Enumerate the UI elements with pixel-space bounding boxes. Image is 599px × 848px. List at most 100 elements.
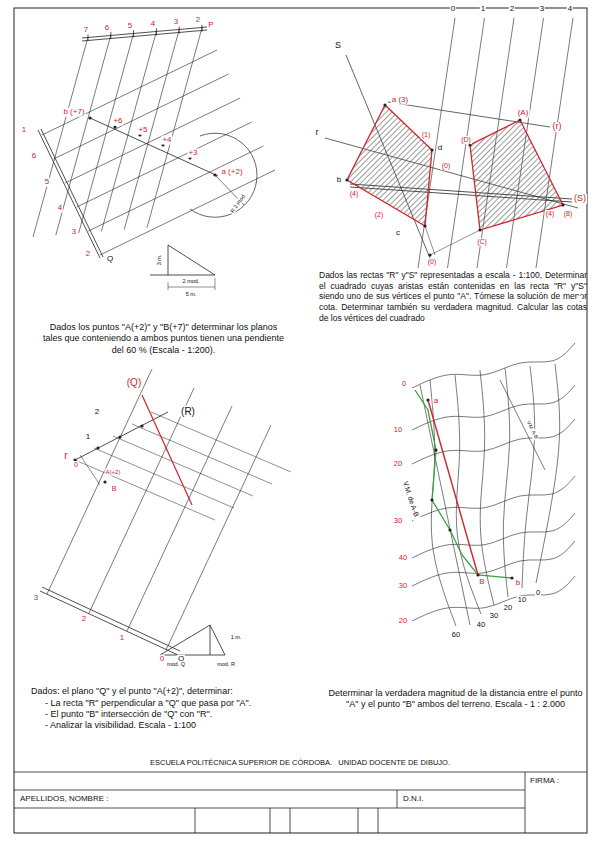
point-mark xyxy=(448,528,451,531)
construction-line xyxy=(80,455,100,485)
band-line xyxy=(420,385,470,625)
drawing-label: 5 xyxy=(44,178,50,187)
dimension-line xyxy=(168,282,169,290)
title-block-line xyxy=(14,808,525,809)
exercise-statement: Determinar la verdadera magnitud de la d… xyxy=(322,688,589,711)
slope-circle xyxy=(190,133,257,217)
construction-line xyxy=(90,118,218,176)
drawing-label: a (3) xyxy=(391,96,409,105)
square-projection xyxy=(347,105,432,226)
field-label: FIRMA : xyxy=(530,776,559,785)
drawing-label: V.M. de A-B. xyxy=(401,479,421,520)
drawing-label: (8) xyxy=(563,210,574,218)
drawing-label: (C) xyxy=(476,238,488,246)
exercise-statement: Dados: el plano "Q" y el punto "A(+2)", … xyxy=(30,686,307,697)
drawing-label: 1 xyxy=(480,5,486,14)
drawing-label: - La recta "R" perpendicular a "Q" que p… xyxy=(44,699,252,709)
drawing-label: (2) xyxy=(374,211,385,219)
slope-triangle xyxy=(160,655,225,656)
drawing-label: (1) xyxy=(421,131,432,139)
drawing-label: 60 xyxy=(451,631,461,639)
drawing-label: - Analizar la visibilidad. Escala - 1:10… xyxy=(44,721,197,731)
construction-line xyxy=(166,425,271,650)
contour-line xyxy=(412,541,575,586)
scale-line xyxy=(38,130,100,258)
drawing-label: 1 xyxy=(85,433,91,442)
drawing-label: 10 xyxy=(517,596,527,604)
drawing-label: R 2 mod. xyxy=(229,191,248,214)
drawing-label: A(+2) xyxy=(105,469,122,476)
drawing-label: 6 xyxy=(31,152,37,161)
construction-line xyxy=(124,30,179,230)
drawing-label: (R) xyxy=(180,406,196,417)
point-mark xyxy=(478,228,481,231)
drawing-label: 4 xyxy=(567,5,573,14)
drawing-label: +3 xyxy=(187,149,198,158)
drawing-label: a (+2) xyxy=(220,168,243,177)
point-mark xyxy=(428,253,431,256)
drawing-label: 2 xyxy=(509,5,515,14)
drawing-label: Q xyxy=(106,255,114,264)
contour-line xyxy=(412,476,575,521)
contour-line xyxy=(412,576,575,621)
field-label: APELLIDOS, NOMBRE : xyxy=(20,794,108,803)
construction-line xyxy=(47,369,152,594)
exercise-4 xyxy=(412,343,575,626)
drawing-label: 5 xyxy=(127,22,133,31)
point-mark xyxy=(468,143,471,146)
drawing-label: (0) xyxy=(441,162,452,170)
scale-line xyxy=(82,30,207,41)
drawing-label: 2 xyxy=(195,16,201,25)
drawing-label: r xyxy=(315,128,320,138)
drawing-label: (D) xyxy=(460,136,472,144)
construction-line xyxy=(33,37,88,237)
drawing-label: 30 xyxy=(393,517,403,525)
scale-line xyxy=(82,27,207,38)
title-block-line xyxy=(397,790,398,808)
drawing-label: 4 xyxy=(57,204,63,213)
drawing-label: (4) xyxy=(545,210,556,218)
exercise-3 xyxy=(40,369,291,655)
dimension-line xyxy=(168,287,215,288)
drawing-label: +5 xyxy=(137,126,148,135)
title-block-line xyxy=(378,808,379,833)
drawing-label: r xyxy=(63,450,68,461)
point-mark xyxy=(518,118,521,121)
construction-line xyxy=(388,102,550,127)
drawing-label: P xyxy=(207,21,214,30)
drawing-label: mod. Q xyxy=(166,661,186,667)
drawing-label: d xyxy=(437,144,443,153)
drawing-label: 0 xyxy=(401,380,407,388)
drawing-label: a xyxy=(433,397,439,406)
title-block-line xyxy=(195,808,196,833)
point-mark xyxy=(383,103,386,106)
drawing-label: B xyxy=(111,485,118,493)
title-block-line xyxy=(525,772,526,833)
slope-triangle xyxy=(210,625,225,655)
exercise-statement: Dados las rectas "R" y"S" representadas … xyxy=(318,270,588,323)
title-block-cell: D.N.I. xyxy=(399,792,427,805)
point-mark xyxy=(96,446,99,449)
drawing-label: ESCUELA POLITÉCNICA SUPERIOR DE CÓRDOBA.… xyxy=(149,759,451,767)
drawing-label: +6 xyxy=(112,117,123,126)
profile-line xyxy=(480,370,494,605)
drawing-label: 3 xyxy=(71,228,77,237)
drawing-label: (r) xyxy=(552,122,563,132)
drawing-label: (Q) xyxy=(126,377,142,388)
drawing-label: mod. R xyxy=(216,661,236,667)
drawing-label: 30 xyxy=(489,612,499,620)
construction-line xyxy=(75,460,215,520)
drawing-label: (0) xyxy=(427,258,438,266)
construction-line xyxy=(89,388,194,613)
construction-line xyxy=(425,226,435,255)
dimension-line xyxy=(215,278,216,290)
band-line xyxy=(500,380,545,470)
drawing-label: V.M. A-B xyxy=(525,419,539,441)
drawing-label: 2 xyxy=(85,250,91,259)
drawing-label: +4 xyxy=(161,136,172,145)
title-block-line xyxy=(358,808,359,833)
drawing-label: (A) xyxy=(517,109,530,118)
drawing-label: 40 xyxy=(476,621,486,629)
exercise-statement: Dados los puntos "A(+2)" y "B(+7)" deter… xyxy=(40,322,287,356)
construction-line xyxy=(94,448,234,508)
